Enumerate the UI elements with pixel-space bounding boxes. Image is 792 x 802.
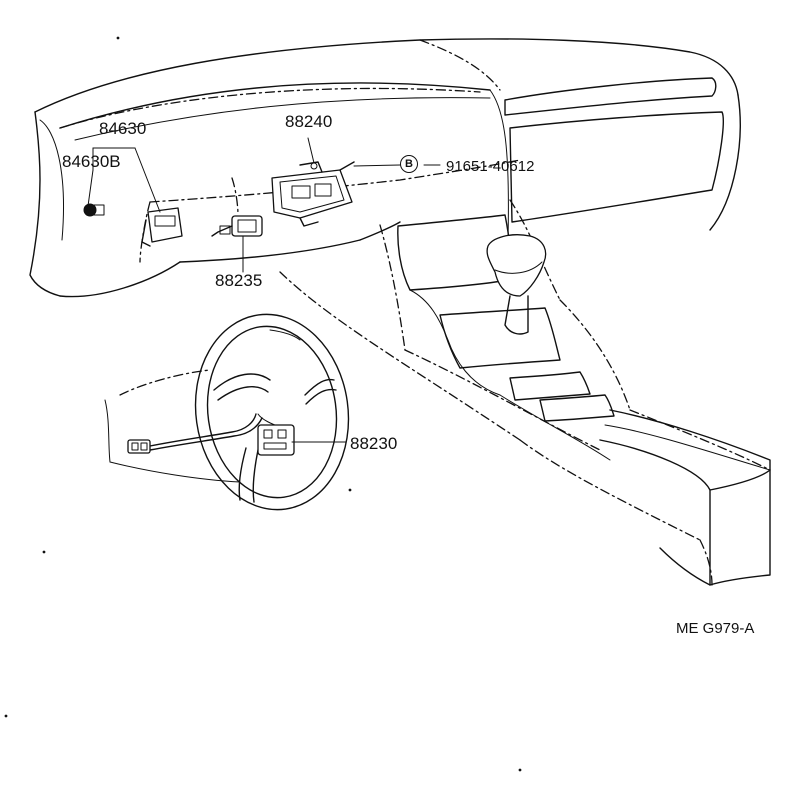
dashboard-outline <box>29 38 741 298</box>
callout-84630B: 84630B <box>62 152 121 171</box>
callout-84630: 84630 <box>99 119 147 138</box>
figure-code: ME G979-A <box>676 620 755 637</box>
unit-88240 <box>271 161 355 227</box>
cruise-harness <box>127 413 295 456</box>
leader-lines <box>87 137 441 443</box>
steering-wheel <box>104 313 350 511</box>
center-console <box>397 214 771 586</box>
callout-91651-40612: 91651-40612 <box>446 158 535 175</box>
callout-88235: 88235 <box>215 271 263 290</box>
phantom-lines <box>59 39 771 586</box>
stray-marks <box>4 36 522 772</box>
callout-88230: 88230 <box>350 434 398 453</box>
bolt-marker-b: B <box>400 155 418 173</box>
switch-84630 <box>83 203 183 247</box>
sensor-88235 <box>211 215 263 237</box>
callout-88240: 88240 <box>285 112 333 131</box>
